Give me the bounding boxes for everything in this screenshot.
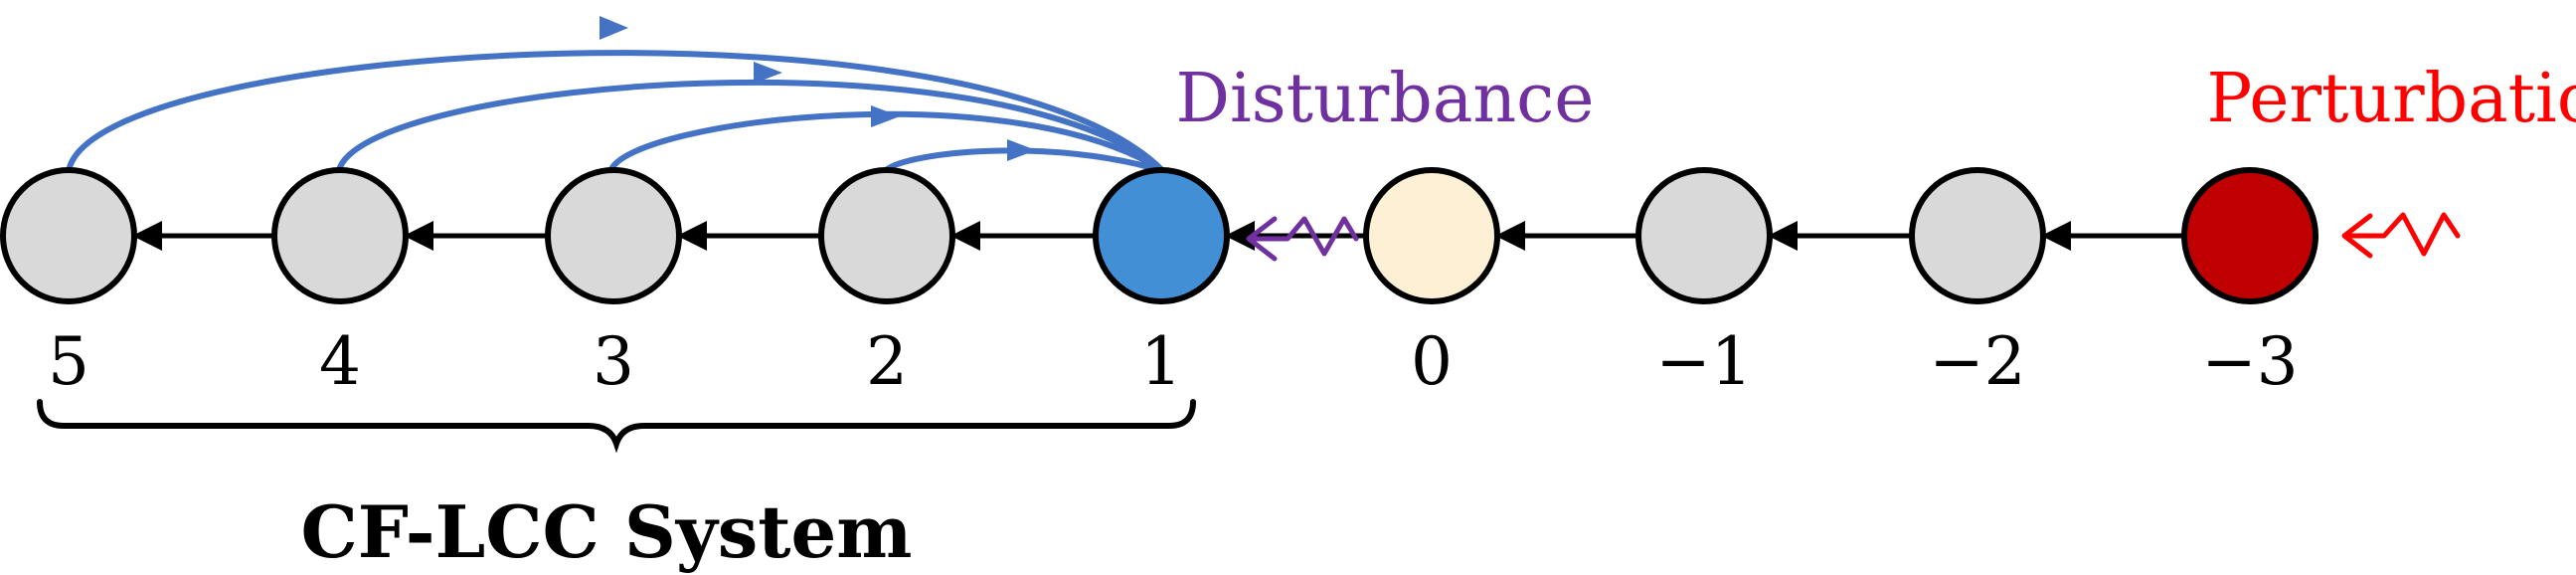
disturbance-squiggle-icon	[1246, 216, 1359, 262]
vehicle-node-0	[1363, 167, 1500, 304]
system-brace	[37, 399, 1196, 454]
feedback-arcs	[67, 50, 1166, 174]
feedback-arc-1-to-3	[608, 110, 1166, 174]
vehicle-node-m3	[2181, 167, 2318, 304]
vehicle-label-3: 3	[593, 323, 634, 400]
perturbation-squiggle-line	[2343, 212, 2461, 257]
feedback-arc-1-to-2	[882, 147, 1166, 174]
feedback-arrowhead-5	[600, 16, 628, 40]
perturbation-squiggle-icon	[2341, 212, 2461, 259]
perturbation-label: Perturbation	[2207, 60, 2576, 138]
vehicle-label-m3: −3	[2201, 323, 2298, 400]
node-labels: 5 4 3 2 1 0 −1 −2 −3	[48, 323, 2299, 400]
vehicle-label-1: 1	[1140, 323, 1182, 400]
feedback-arrowhead-3	[871, 105, 900, 127]
feedback-arc-1-to-4	[337, 79, 1166, 174]
vehicle-node-4	[271, 167, 409, 304]
vehicle-node-1	[1093, 167, 1230, 304]
disturbance-label: Disturbance	[1176, 60, 1595, 138]
vehicle-node-m2	[1909, 167, 2046, 304]
system-label: CF-LCC System	[301, 489, 913, 574]
vehicle-label-5: 5	[48, 323, 89, 400]
perturbation-squiggle-head	[2341, 213, 2373, 259]
disturbance-squiggle-head	[1246, 216, 1278, 262]
feedback-arrowhead-2	[1007, 139, 1036, 161]
vehicle-node-5	[0, 167, 137, 304]
vehicle-label-m2: −2	[1929, 323, 2025, 400]
vehicle-node-2	[818, 167, 955, 304]
vehicle-label-m1: −1	[1655, 323, 1752, 400]
vehicle-label-2: 2	[866, 323, 908, 400]
vehicle-label-0: 0	[1411, 323, 1453, 400]
node-group	[0, 167, 2318, 304]
vehicle-node-m1	[1635, 167, 1773, 304]
feedback-arc-1-to-5	[67, 50, 1166, 174]
vehicle-node-3	[545, 167, 682, 304]
vehicle-label-4: 4	[319, 323, 361, 400]
disturbance-squiggle-line	[1248, 216, 1359, 257]
feedback-arrowhead-4	[754, 62, 782, 84]
feedback-arrowheads	[600, 16, 1036, 161]
